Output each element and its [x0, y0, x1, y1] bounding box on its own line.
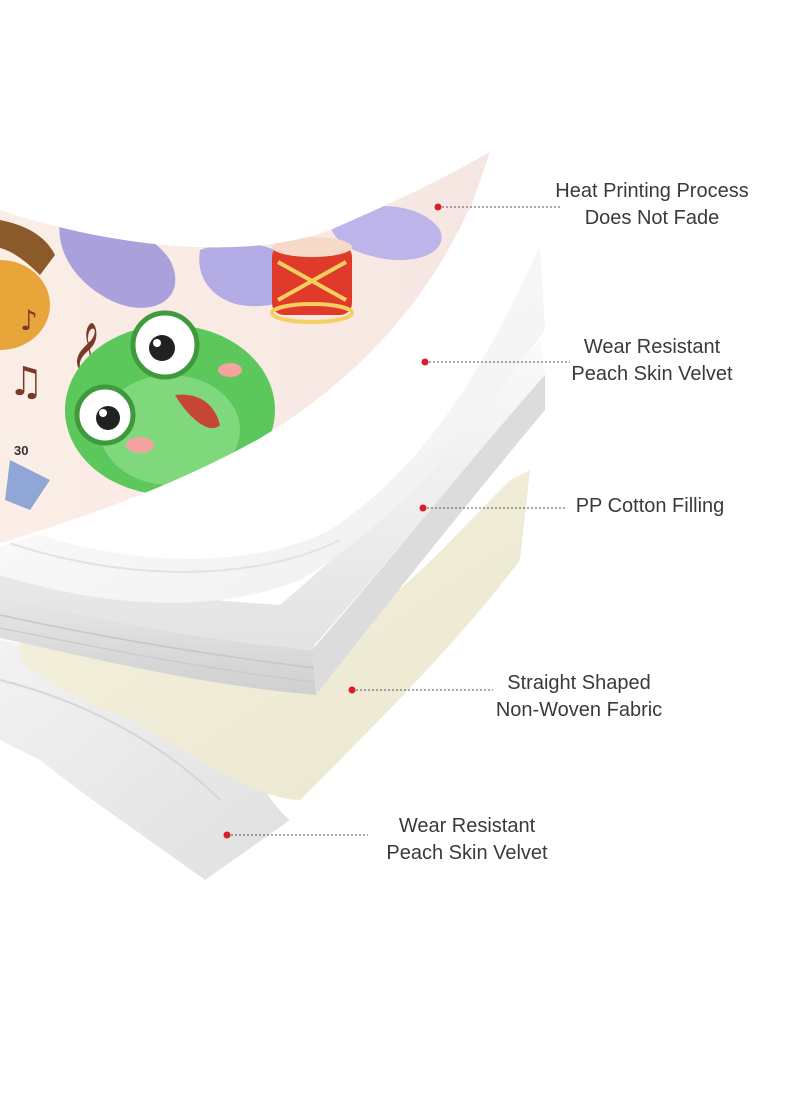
- marker-dot: [434, 203, 442, 211]
- label-line: Wear Resistant: [398, 815, 536, 837]
- label-line: Straight Shaped: [507, 672, 651, 694]
- bottom-velvet-layer: [0, 640, 290, 880]
- marker-dot: [421, 358, 429, 366]
- pp-cotton-edge: [0, 598, 316, 695]
- label-line: PP Cotton Filling: [575, 495, 725, 517]
- label-line: Wear Resistant: [583, 336, 721, 358]
- svg-text:♪: ♪: [20, 304, 38, 337]
- drum-icon: [270, 237, 354, 324]
- label-line: Non-Woven Fabric: [495, 699, 663, 721]
- marker-dot: [348, 686, 356, 694]
- label-line: Heat Printing Process: [555, 180, 749, 202]
- drum-number: 30: [14, 443, 28, 458]
- label-line: Peach Skin Velvet: [386, 842, 548, 864]
- frog-icon: [65, 310, 275, 495]
- svg-text:♫: ♫: [8, 359, 44, 405]
- label-line: Peach Skin Velvet: [571, 363, 733, 385]
- pp-cotton-layer: [0, 340, 545, 650]
- upper-velvet-layer: [0, 245, 545, 603]
- label-heat-printing: Heat Printing Process Does Not Fade: [550, 178, 754, 232]
- label-wear-resistant-upper: Wear Resistant Peach Skin Velvet: [560, 334, 744, 388]
- label-pp-cotton: PP Cotton Filling: [565, 493, 735, 520]
- label-non-woven: Straight Shaped Non-Woven Fabric: [485, 670, 673, 724]
- marker-dot: [223, 831, 231, 839]
- leader-lines: [223, 203, 570, 839]
- label-wear-resistant-lower: Wear Resistant Peach Skin Velvet: [374, 813, 560, 867]
- non-woven-layer: [20, 470, 530, 800]
- marker-dot: [419, 504, 427, 512]
- label-line: Does Not Fade: [584, 207, 720, 229]
